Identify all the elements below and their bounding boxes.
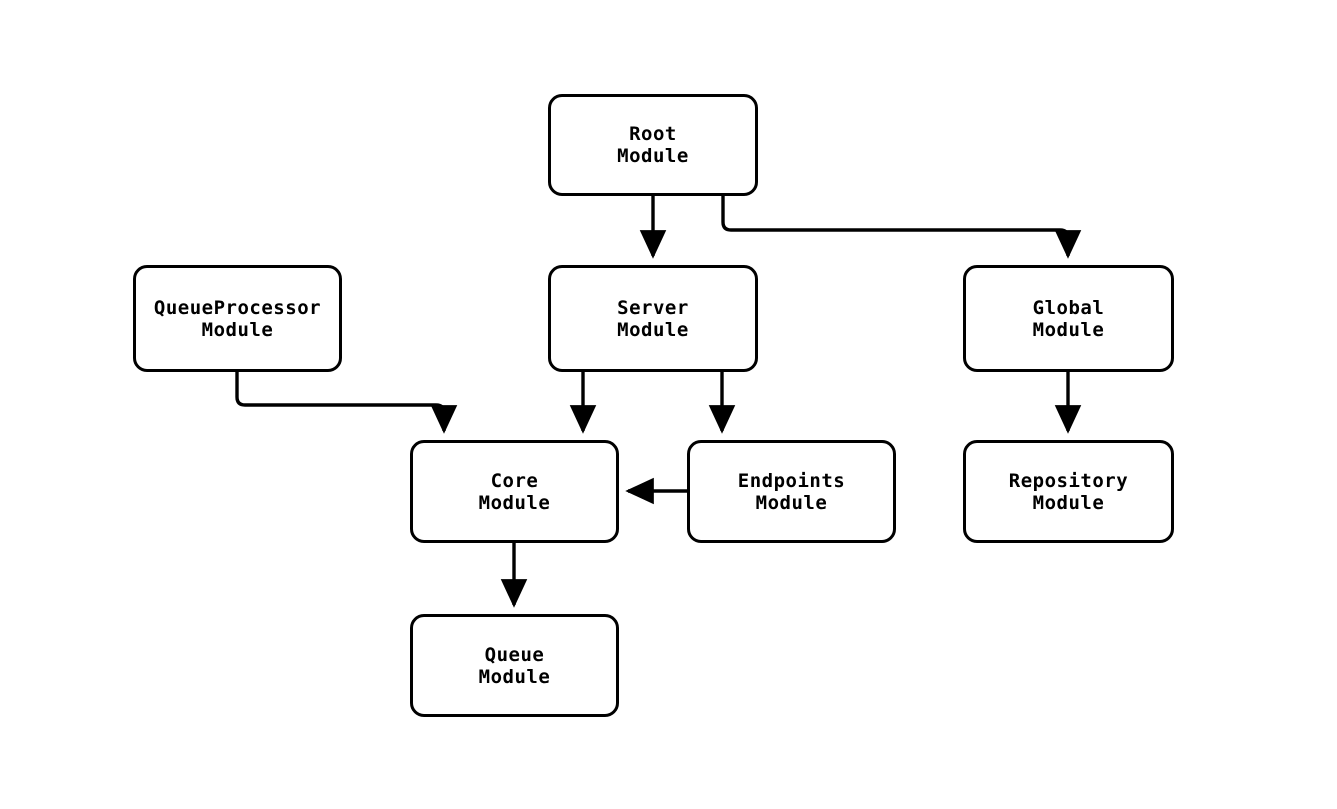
node-server-module-suffix: Module	[617, 318, 689, 341]
node-endpoints-module[interactable]: Endpoints Module	[687, 440, 896, 543]
node-repository-module-name: Repository	[1008, 469, 1129, 492]
node-global-module[interactable]: Global Module	[963, 265, 1174, 372]
edge-root-to-global	[721, 196, 1082, 259]
node-repository-module[interactable]: Repository Module	[963, 440, 1174, 543]
node-root-module-suffix: Module	[617, 145, 689, 167]
node-queueprocessor-module-name: QueueProcessor	[153, 296, 322, 319]
node-core-module[interactable]: Core Module	[410, 440, 619, 543]
node-global-module-name: Global	[1032, 296, 1105, 319]
node-global-module-suffix: Module	[1032, 318, 1105, 341]
node-endpoints-module-name: Endpoints	[737, 469, 846, 492]
node-queueprocessor-module[interactable]: QueueProcessor Module	[133, 265, 342, 372]
node-queue-module-suffix: Module	[478, 665, 551, 688]
node-core-module-name: Core	[490, 469, 539, 492]
node-queue-module-name: Queue	[484, 643, 545, 666]
node-core-module-suffix: Module	[478, 491, 551, 514]
node-server-module-name: Server	[617, 296, 689, 319]
node-queue-module[interactable]: Queue Module	[410, 614, 619, 717]
node-queueprocessor-module-suffix: Module	[201, 318, 274, 341]
node-endpoints-module-suffix: Module	[755, 491, 828, 514]
edge-queueprocessor-to-core	[235, 372, 458, 434]
node-root-module[interactable]: Root Module	[548, 94, 758, 196]
node-root-module-name: Root	[629, 123, 677, 145]
node-server-module[interactable]: Server Module	[548, 265, 758, 372]
node-repository-module-suffix: Module	[1032, 491, 1105, 514]
